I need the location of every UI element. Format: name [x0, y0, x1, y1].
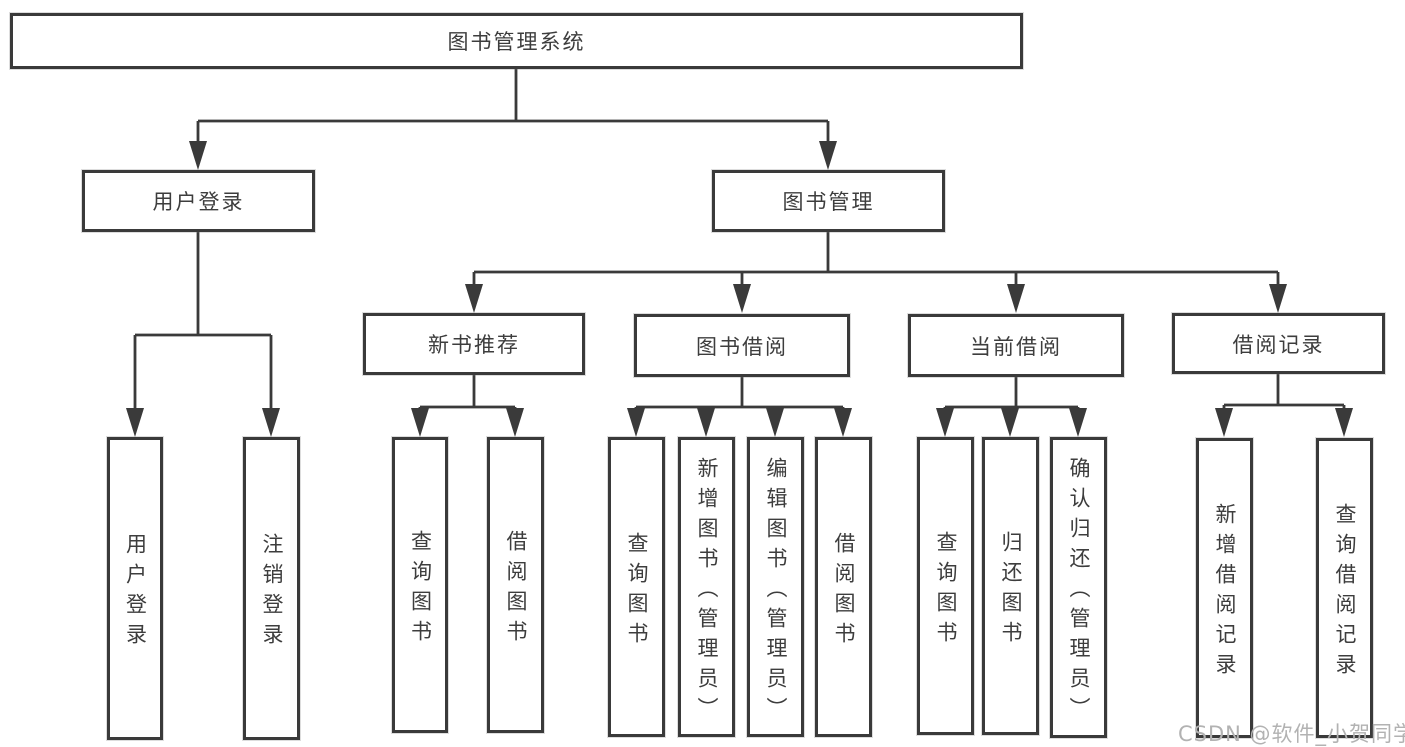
node-user-login: 用户登录 [82, 170, 315, 232]
csdn-watermark: CSDN @软件_小贺同学 [1178, 722, 1405, 746]
node-return-books: 归还图书 [982, 437, 1039, 735]
node-borrow-records: 借阅记录 [1172, 313, 1385, 374]
node-borrow-books-leaf: 借阅图书 [815, 437, 872, 737]
node-query-books-recommend: 查询图书 [392, 437, 448, 733]
node-edit-book-admin: 编辑图书（管理员） [747, 437, 804, 737]
node-logout: 注销登录 [243, 437, 300, 740]
node-new-book-recommend: 新书推荐 [363, 313, 585, 375]
node-add-book-admin: 新增图书（管理员） [678, 437, 735, 737]
node-system-title: 图书管理系统 [10, 13, 1023, 69]
arrowheads [126, 141, 1353, 437]
node-query-books-borrow: 查询图书 [608, 437, 665, 737]
node-book-borrow: 图书借阅 [634, 314, 850, 377]
node-borrow-books-recommend: 借阅图书 [487, 437, 544, 733]
node-book-management: 图书管理 [712, 170, 945, 232]
node-query-books-current: 查询图书 [917, 437, 974, 735]
node-query-borrow-record: 查询借阅记录 [1316, 438, 1373, 738]
node-user-login-leaf: 用户登录 [107, 437, 163, 740]
node-add-borrow-record: 新增借阅记录 [1196, 438, 1253, 738]
node-current-borrow: 当前借阅 [908, 314, 1124, 377]
node-confirm-return-admin: 确认归还（管理员） [1050, 437, 1107, 738]
